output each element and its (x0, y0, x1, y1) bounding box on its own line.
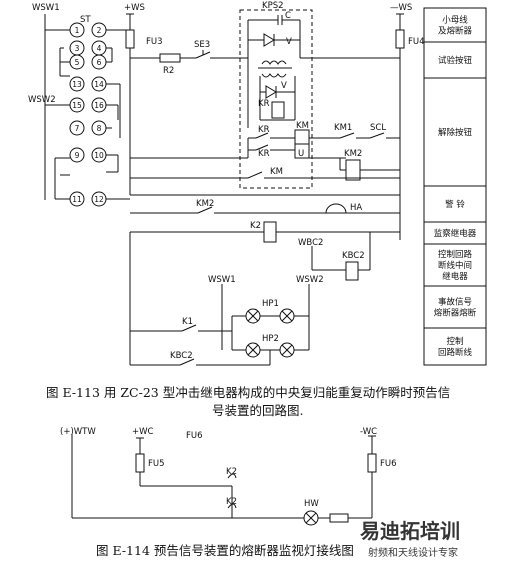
svg-text:5: 5 (75, 58, 80, 67)
svg-text:7: 7 (75, 124, 80, 133)
label-v-upper: V (286, 37, 292, 47)
label-r2: R2 (163, 66, 174, 76)
label-hw: HW (304, 499, 319, 509)
terminal-5: 5 (69, 54, 85, 70)
panel-cell-2: 试验按钮 (438, 55, 473, 66)
label-k2-coil: K2 (250, 221, 261, 231)
label-wsw2-bottom: WSW2 (296, 275, 324, 285)
label-st: ST (80, 15, 91, 25)
label-km2-contact: KM2 (196, 199, 214, 209)
label-k2-b: K2 (226, 497, 237, 507)
label-ha: HA (350, 203, 362, 213)
label-c: C (285, 11, 291, 21)
label-fu6-top: FU6 (186, 431, 203, 441)
label-km-line: KM (270, 167, 283, 177)
label-wbc2: WBC2 (298, 238, 323, 248)
label-k2-a: K2 (226, 467, 237, 477)
svg-text:10: 10 (94, 151, 104, 160)
label-u: U (298, 149, 304, 159)
label-hp1: HP1 (262, 299, 279, 309)
terminal-3: 3 (69, 40, 85, 56)
svg-text:16: 16 (94, 101, 104, 110)
label-wsw2-left: WSW2 (28, 95, 56, 105)
svg-text:4: 4 (97, 44, 102, 53)
label-kps2: KPS2 (262, 1, 284, 11)
label-v-lower: V (281, 81, 287, 91)
label-kr-contact-1: KR (258, 125, 270, 135)
svg-text:13: 13 (72, 80, 82, 89)
label-kbc2-contact: KBC2 (170, 351, 193, 361)
label-km2-coil: KM2 (344, 149, 362, 159)
label-km1: KM1 (334, 123, 352, 133)
terminal-14: 14 (91, 76, 107, 92)
label-hp2: HP2 (262, 334, 279, 344)
panel-cell-8: 控制回路断线 (438, 336, 473, 358)
svg-text:12: 12 (94, 195, 104, 204)
svg-text:14: 14 (94, 80, 104, 89)
terminal-12: 12 (91, 191, 107, 207)
svg-text:9: 9 (75, 151, 80, 160)
label-wsw1-bottom: WSW1 (208, 275, 236, 285)
svg-text:1: 1 (75, 26, 80, 35)
panel-cell-5: 监察继电器 (434, 228, 477, 239)
label-neg-ws: —WS (390, 3, 412, 13)
terminal-4: 4 (91, 40, 107, 56)
panel-cell-4: 警 铃 (445, 199, 465, 210)
label-se3: SE3 (194, 40, 210, 50)
watermark-main: 易迪拓培训 (360, 519, 460, 543)
panel-cell-7: 事故信号熔断器熔断 (434, 297, 477, 319)
label-scl: SCL (370, 123, 386, 133)
label-km-box: KM (296, 121, 309, 131)
svg-text:3: 3 (75, 44, 80, 53)
svg-text:8: 8 (97, 124, 102, 133)
terminal-10: 10 (91, 147, 107, 163)
svg-text:2: 2 (97, 26, 102, 35)
caption-e114: 图 E-114 预告信号装置的熔断器监视灯接线图 (96, 543, 354, 558)
label-fu4: FU4 (408, 37, 425, 47)
label-fu3: FU3 (146, 37, 163, 47)
label-kbc2-coil: KBC2 (342, 251, 365, 261)
watermark-sub: 射频和天线设计专家 (368, 546, 458, 559)
label-neg-wc: -WC (360, 427, 377, 437)
caption-e113-line1: 图 E-113 用 ZC-23 型冲击继电器构成的中央复归能重复动作瞬时预告信 (46, 385, 451, 400)
terminal-13: 13 (69, 76, 85, 92)
label-k1: K1 (182, 317, 193, 327)
label-fu5: FU5 (148, 459, 165, 469)
caption-e113-line2: 号装置的回路图. (212, 403, 304, 418)
label-wtw: (+)WTW (60, 427, 96, 437)
label-fu6: FU6 (380, 459, 397, 469)
panel-cell-6: 控制回路断线中间继电器 (438, 249, 473, 282)
terminal-7: 7 (69, 120, 85, 136)
label-kr-contact-2: KR (258, 149, 270, 159)
svg-text:6: 6 (97, 58, 102, 67)
terminal-6: 6 (91, 54, 107, 70)
label-pos-wc: +WC (132, 427, 154, 437)
terminal-1: 1 (69, 22, 85, 38)
terminal-8: 8 (91, 120, 107, 136)
panel-cell-3: 解除按钮 (438, 127, 473, 138)
label-kr-coil: KR (258, 99, 270, 109)
terminal-15: 15 (69, 97, 85, 113)
panel-cell-1: 小母线及熔断器 (438, 15, 473, 37)
svg-text:11: 11 (72, 195, 82, 204)
svg-text:15: 15 (72, 101, 82, 110)
terminal-16: 16 (91, 97, 107, 113)
terminal-2: 2 (91, 22, 107, 38)
terminal-9: 9 (69, 147, 85, 163)
terminal-11: 11 (69, 191, 85, 207)
label-wsw1-top: WSW1 (32, 3, 60, 13)
label-pos-ws: +WS (124, 3, 145, 13)
